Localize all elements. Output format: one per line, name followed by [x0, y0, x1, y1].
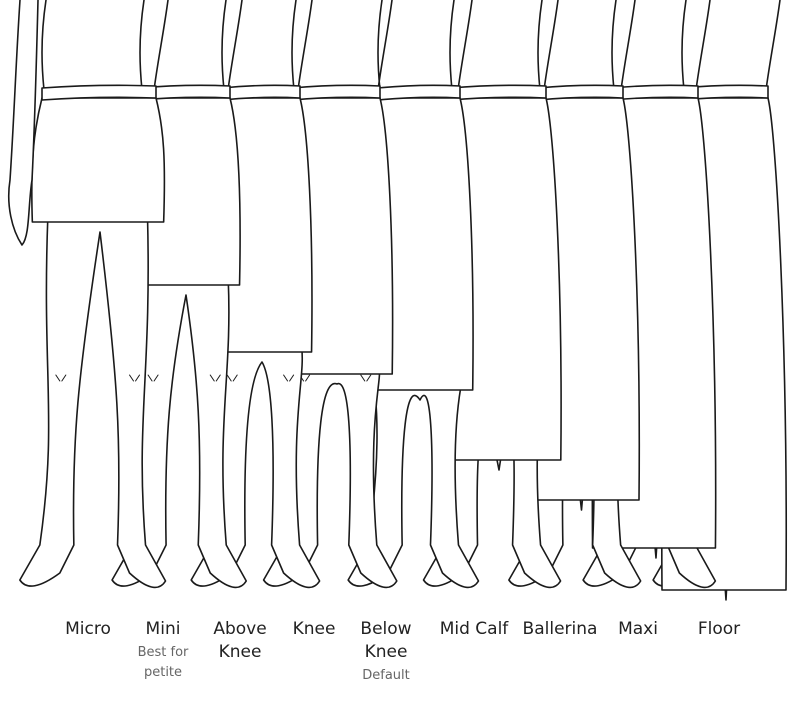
skirt: [31, 97, 166, 223]
torso: [41, 0, 169, 91]
torso: [291, 0, 393, 91]
torso: [611, 0, 711, 91]
label-knee: Knee: [274, 618, 354, 641]
knee-mark: [147, 374, 153, 382]
length-name: Micro: [65, 619, 111, 639]
waistband: [377, 84, 461, 101]
torso: [449, 0, 559, 91]
knee-mark: [226, 374, 232, 382]
length-name: Above Knee: [213, 619, 267, 662]
knee-mark: [305, 374, 311, 382]
knee-mark: [135, 374, 141, 382]
skirt-length-illustration: [7, 0, 788, 601]
label-below-knee: Below Knee Default: [346, 618, 426, 686]
knee-mark: [289, 374, 295, 382]
label-mid-calf: Mid Calf: [434, 618, 514, 641]
length-name: Floor: [697, 619, 741, 639]
waistband: [139, 84, 231, 101]
waistband: [611, 84, 699, 101]
knee-mark: [360, 374, 366, 382]
label-floor: Floor: [679, 618, 759, 641]
length-labels: Micro Mini Best for petite Above Knee Kn…: [0, 618, 794, 707]
knee-mark: [153, 374, 159, 382]
knee-mark: [129, 374, 135, 382]
arm: [7, 0, 39, 246]
knee-mark: [283, 374, 289, 382]
length-name: Mini: [145, 619, 181, 639]
knee-mark: [209, 374, 215, 382]
length-name: Maxi: [618, 619, 658, 639]
knee-mark: [215, 374, 221, 382]
length-name: Ballerina: [522, 619, 598, 639]
torso: [377, 0, 473, 91]
torso: [681, 0, 781, 91]
label-mini: Mini Best for petite: [123, 618, 203, 683]
waistband: [221, 84, 301, 101]
label-above-knee: Above Knee: [200, 618, 280, 664]
figure-micro: [19, 0, 169, 589]
torso: [537, 0, 636, 91]
label-ballerina: Ballerina: [520, 618, 600, 641]
length-note: Default: [362, 668, 410, 683]
length-name: Mid Calf: [439, 619, 509, 639]
knee-mark: [366, 374, 372, 382]
label-maxi: Maxi: [598, 618, 678, 641]
legs: [19, 216, 167, 589]
waistband: [41, 84, 157, 101]
length-note: Best for petite: [137, 645, 189, 680]
waistband: [681, 84, 769, 101]
waistband: [449, 84, 547, 101]
knee-mark: [61, 374, 67, 382]
length-name: Below Knee: [360, 619, 412, 662]
knee-mark: [55, 374, 61, 382]
label-micro: Micro: [48, 618, 128, 641]
waistband: [537, 84, 624, 101]
waistband: [291, 84, 381, 101]
length-name: Knee: [292, 619, 336, 639]
knee-mark: [232, 374, 238, 382]
